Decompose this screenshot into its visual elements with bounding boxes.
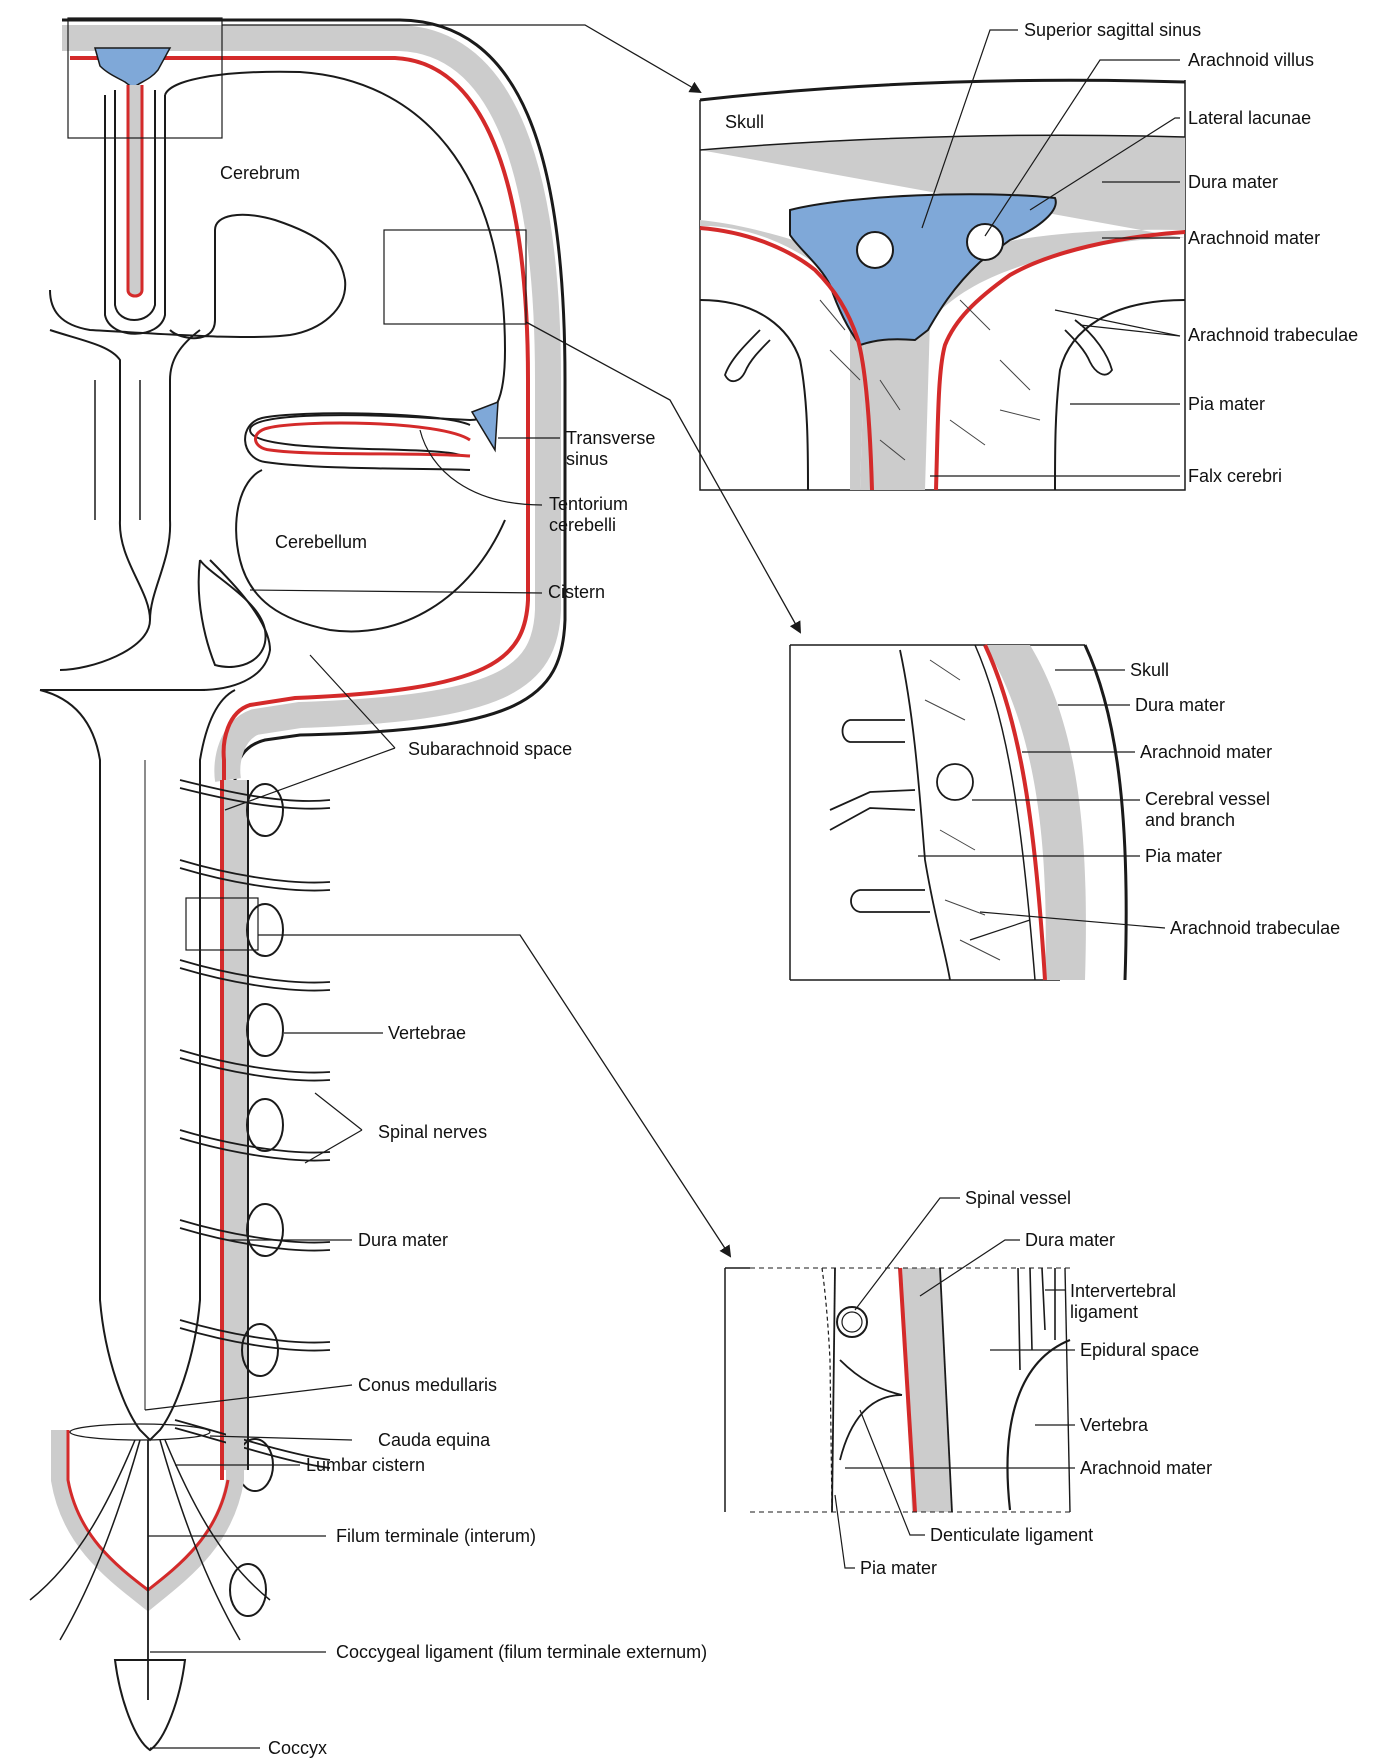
- vertebra-8: [230, 1564, 266, 1616]
- inset3-label-spinal-vessel: Spinal vessel: [965, 1188, 1071, 1209]
- inset2-label-arachnoid-mater: Arachnoid mater: [1140, 742, 1272, 763]
- label-cauda-equina: Cauda equina: [378, 1430, 490, 1451]
- inset1-label-arachnoid-mater: Arachnoid mater: [1188, 228, 1320, 249]
- inset1-label-arachnoid-trabeculae: Arachnoid trabeculae: [1188, 325, 1358, 346]
- inset1-label-pia-mater: Pia mater: [1188, 394, 1265, 415]
- inset2-pia: [900, 650, 950, 980]
- inset3-label-pia-mater: Pia mater: [860, 1558, 937, 1579]
- vertebra-4: [247, 1099, 283, 1151]
- label-lumbar-cistern: Lumbar cistern: [306, 1455, 425, 1476]
- label-dura-mater-main: Dura mater: [358, 1230, 448, 1251]
- label-conus-medullaris: Conus medullaris: [358, 1375, 497, 1396]
- brainstem: [50, 330, 200, 670]
- inset-sinus: [700, 80, 1185, 490]
- inset1-villus-right: [967, 224, 1003, 260]
- label-vertebrae: Vertebrae: [388, 1023, 466, 1044]
- label-transverse-sinus: Transverse sinus: [566, 428, 681, 470]
- inset1-label-falx-cerebri: Falx cerebri: [1188, 466, 1282, 487]
- main-diagram: [30, 18, 565, 1750]
- inset2-label-dura-mater: Dura mater: [1135, 695, 1225, 716]
- label-coccygeal-ligament: Coccygeal ligament (filum terminale exte…: [336, 1642, 707, 1663]
- inset1-pia-left: [700, 300, 808, 490]
- inset1-label-superior-sagittal-sinus: Superior sagittal sinus: [1024, 20, 1201, 41]
- inset2-label-arachnoid-trabeculae: Arachnoid trabeculae: [1170, 918, 1340, 939]
- inset1-pia-right: [1055, 300, 1185, 490]
- cerebellum-outline: [140, 470, 505, 690]
- label-tentorium-cerebelli: Tentorium cerebelli: [549, 494, 659, 536]
- inset1-skull-line: [700, 80, 1185, 100]
- falx-main: [128, 85, 142, 296]
- inset2-vessel: [937, 764, 973, 800]
- connector-arrows: [222, 25, 800, 1256]
- inset3-bracket: [725, 1268, 750, 1512]
- inset2-label-cerebral-vessel: Cerebral vessel and branch: [1145, 789, 1285, 831]
- sagittal-sinus-main: [95, 48, 170, 88]
- transverse-sinus-main: [472, 402, 498, 450]
- label-cistern: Cistern: [548, 582, 605, 603]
- cerebrum-outline: [50, 72, 505, 455]
- inset2-branch-top: [843, 720, 906, 742]
- inset1-label-arachnoid-villus: Arachnoid villus: [1188, 50, 1314, 71]
- inset-spinal: [725, 1268, 1070, 1512]
- label-subarachnoid-space: Subarachnoid space: [408, 739, 572, 760]
- inset2-branch-bottom: [851, 890, 930, 912]
- inset3-ligament: [1018, 1268, 1055, 1370]
- inset2-label-pia-mater: Pia mater: [1145, 846, 1222, 867]
- inset3-label-dura-mater: Dura mater: [1025, 1230, 1115, 1251]
- inset3-label-intervertebral-ligament: Intervertebral ligament: [1070, 1281, 1190, 1323]
- inset1-vessel-left: [725, 330, 770, 381]
- label-cerebrum: Cerebrum: [220, 163, 300, 184]
- inset3-denticulate: [840, 1360, 902, 1460]
- inset-cortex: [790, 645, 1126, 980]
- inset2-branch-mid: [830, 790, 915, 830]
- label-spinal-nerves: Spinal nerves: [378, 1122, 487, 1143]
- inset3-pia: [832, 1268, 835, 1512]
- arrow-to-spinal-inset: [258, 935, 730, 1256]
- inset1-label-dura-mater: Dura mater: [1188, 172, 1278, 193]
- vertebra-2: [247, 904, 283, 956]
- inset3-label-arachnoid-mater: Arachnoid mater: [1080, 1458, 1212, 1479]
- inset3-label-denticulate-ligament: Denticulate ligament: [930, 1525, 1093, 1546]
- leader-lines: [145, 30, 1180, 1748]
- vertebra-1: [247, 784, 283, 836]
- main-inset-box-cortex: [384, 230, 526, 324]
- spinal-nerves: [175, 780, 330, 1468]
- vertebra-3: [247, 1004, 283, 1056]
- coccyx-shape: [115, 1660, 185, 1750]
- inset1-villus-left: [857, 232, 893, 268]
- inset2-skull: [1085, 645, 1126, 980]
- label-cerebellum: Cerebellum: [275, 532, 367, 553]
- inset1-label-skull: Skull: [725, 112, 764, 133]
- inset1-label-lateral-lacunae: Lateral lacunae: [1188, 108, 1311, 129]
- label-filum-terminale: Filum terminale (interum): [336, 1526, 536, 1547]
- inset3-label-vertebra: Vertebra: [1080, 1415, 1148, 1436]
- inset2-label-skull: Skull: [1130, 660, 1169, 681]
- inset3-label-epidural-space: Epidural space: [1080, 1340, 1199, 1361]
